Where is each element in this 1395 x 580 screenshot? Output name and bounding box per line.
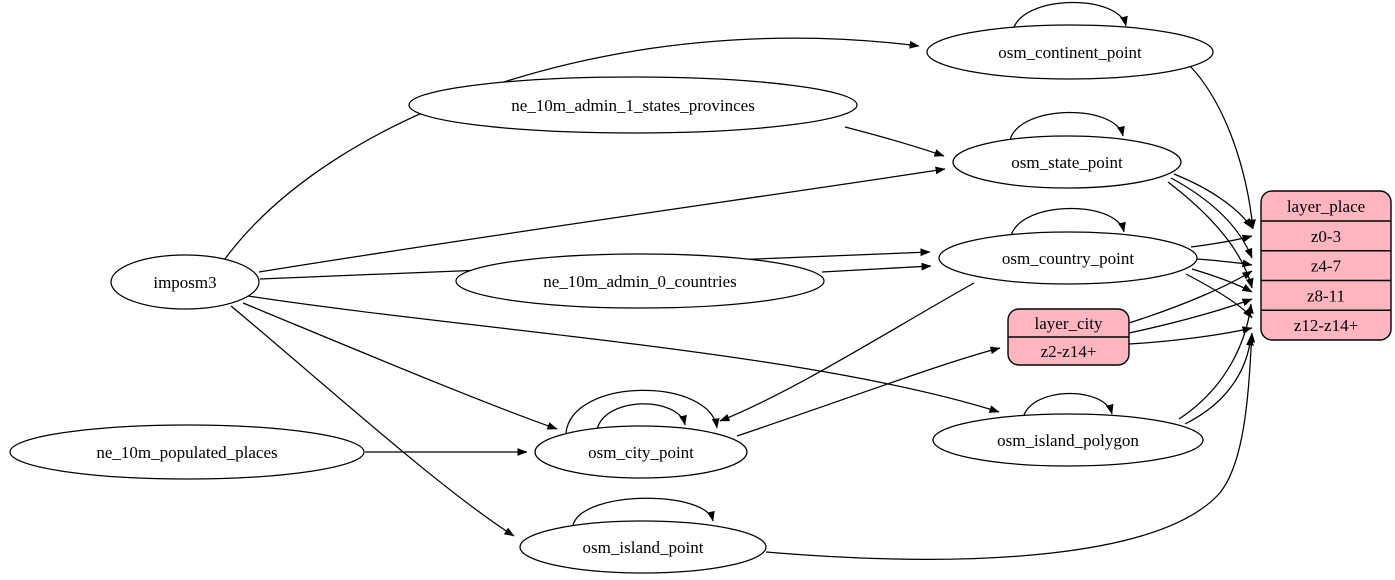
self-loop-osm_island_polygon: [1022, 392, 1114, 419]
self-loop-osm_city_point-2: [596, 403, 687, 431]
node-shape-osm_continent_point: [926, 24, 1214, 80]
edge-layer_city-to-layer_place-z8-11: [1128, 298, 1253, 334]
record-shape-layer_place: [1260, 190, 1392, 341]
self-loop-osm_island_point: [572, 497, 715, 526]
edge-imposm3-to-osm_city_point: [242, 302, 558, 430]
node-osm_continent_point: osm_continent_point: [926, 24, 1214, 80]
node-osm_city_point: osm_city_point: [534, 425, 748, 479]
node-label-osm_state_point: osm_state_point: [1011, 153, 1123, 172]
node-ne_10m_populated_places: ne_10m_populated_places: [9, 424, 365, 480]
edge-imposm3-to-osm_island_polygon: [247, 295, 1000, 413]
node-shape-osm_island_point: [519, 520, 767, 574]
node-label-ne_10m_admin_0_countries: ne_10m_admin_0_countries: [543, 272, 737, 291]
node-shape-ne_10m_admin_0_countries: [455, 253, 825, 309]
edge-layer_city-to-layer_place-z12-z14+: [1128, 326, 1253, 345]
self-loop-osm_continent_point: [1012, 1, 1128, 31]
node-osm_island_polygon: osm_island_polygon: [932, 413, 1204, 467]
self-loop-osm_city_point: [565, 389, 720, 434]
edge-ne_10m_admin_1_states_provinces-to-osm_state_point: [844, 126, 945, 157]
record-row-layer_place-z12-z14+: z12-z14+: [1294, 316, 1358, 335]
edge-ne_10m_admin_0_countries-to-osm_country_point: [821, 262, 932, 273]
node-label-ne_10m_admin_1_states_provinces: ne_10m_admin_1_states_provinces: [511, 96, 755, 115]
record-layer_city: layer_city z2-z14+: [1007, 308, 1130, 366]
node-shape-osm_country_point: [938, 231, 1198, 285]
edge-osm_continent_point-to-layer_place-z0-3: [1189, 65, 1256, 230]
edge-osm_country_point-to-layer_place-z8-11: [1191, 268, 1253, 293]
node-label-ne_10m_populated_places: ne_10m_populated_places: [96, 443, 277, 462]
edge-osm_city_point-to-layer_city-z2-z14+: [736, 346, 1001, 437]
node-label-osm_city_point: osm_city_point: [588, 443, 694, 462]
record-row-layer_place-z8-11: z8-11: [1307, 286, 1345, 305]
edge-osm_island_polygon-to-layer_place-z12-z14+: [1184, 335, 1254, 425]
record-row-layer_place-z4-7: z4-7: [1311, 257, 1342, 276]
node-osm_state_point: osm_state_point: [952, 135, 1182, 189]
node-label-osm_island_point: osm_island_point: [583, 538, 704, 557]
node-shape-osm_state_point: [952, 135, 1182, 189]
edge-imposm3-to-osm_island_point: [230, 305, 515, 537]
node-ne_10m_admin_0_countries: ne_10m_admin_0_countries: [455, 253, 825, 309]
edge-osm_state_point-to-layer_place-z0-3: [1173, 173, 1253, 229]
edge-osm_country_point-to-layer_place-z4-7: [1196, 258, 1253, 268]
edge-osm_country_point-to-osm_city_point: [719, 282, 975, 422]
node-osm_country_point: osm_country_point: [938, 231, 1198, 285]
edge-osm_island_polygon-to-layer_place-z8-11: [1178, 303, 1254, 420]
edge-osm_island_point-to-layer_place-z12-z14+: [765, 332, 1256, 560]
node-imposm3: imposm3: [110, 254, 260, 310]
node-label-osm_continent_point: osm_continent_point: [998, 43, 1142, 62]
edge-imposm3-to-osm_state_point: [258, 166, 946, 273]
node-shape-ne_10m_admin_1_states_provinces: [408, 76, 858, 134]
record-layer_place: layer_place z0-3 z4-7 z8-11 z12-z14+: [1260, 190, 1392, 341]
node-label-osm_country_point: osm_country_point: [1002, 249, 1134, 268]
node-shape-osm_city_point: [534, 425, 748, 479]
node-shape-osm_island_polygon: [932, 413, 1204, 467]
record-row-layer_city-z2-z14+: z2-z14+: [1041, 342, 1097, 361]
edges-layer: [221, 1, 1256, 560]
node-ne_10m_admin_1_states_provinces: ne_10m_admin_1_states_provinces: [408, 76, 858, 134]
node-osm_island_point: osm_island_point: [519, 520, 767, 574]
edge-imposm3-to-osm_continent_point: [221, 37, 920, 264]
edge-layer_city-to-layer_place-z4-7: [1128, 270, 1253, 324]
record-title-layer_place: layer_place: [1287, 197, 1365, 216]
edge-osm_country_point-to-layer_place-z12-z14+: [1185, 273, 1253, 319]
nodes-layer: imposm3 ne_10m_admin_1_states_provincesne…: [9, 24, 1392, 574]
self-loop-osm_country_point: [1010, 207, 1126, 237]
self-loop-osm_state_point: [1009, 111, 1125, 141]
record-title-layer_city: layer_city: [1035, 314, 1103, 333]
node-label-imposm3: imposm3: [153, 273, 216, 292]
node-shape-ne_10m_populated_places: [9, 424, 365, 480]
node-shape-imposm3: [110, 254, 260, 310]
node-label-osm_island_polygon: osm_island_polygon: [997, 431, 1139, 450]
edge-osm_state_point-to-layer_place-z4-7: [1170, 177, 1253, 259]
edge-osm_country_point-to-layer_place-z0-3: [1190, 234, 1253, 248]
record-row-layer_place-z0-3: z0-3: [1311, 227, 1341, 246]
